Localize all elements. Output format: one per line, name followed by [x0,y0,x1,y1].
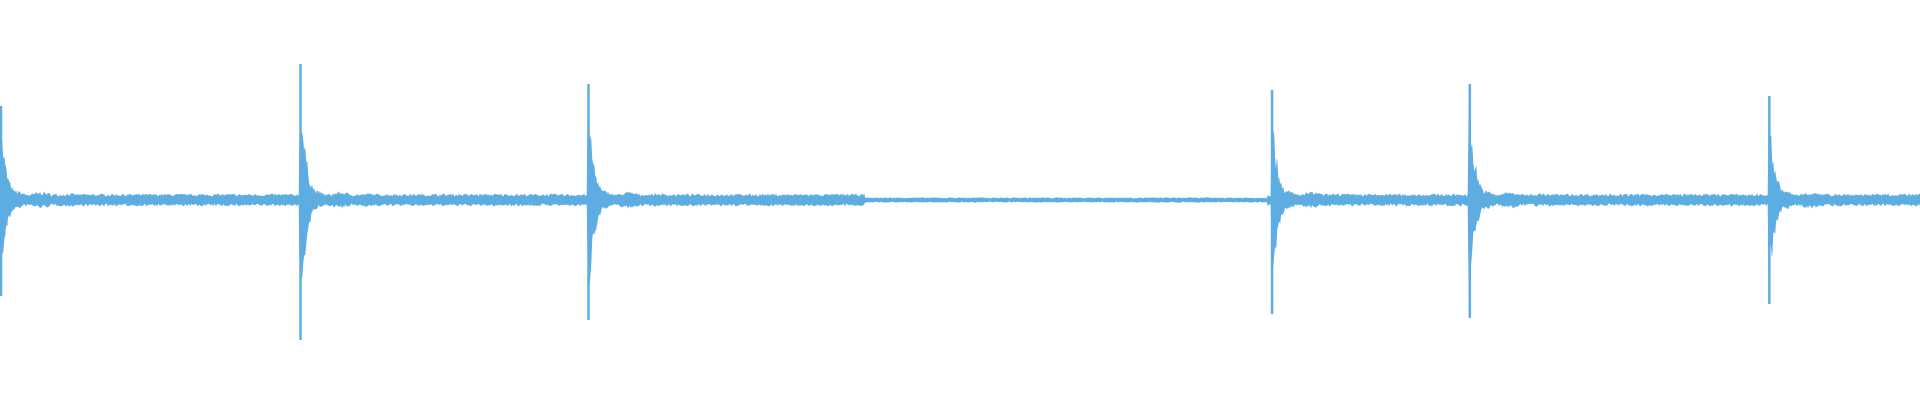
waveform-bars [0,64,1920,340]
waveform-envelope [0,93,1920,299]
